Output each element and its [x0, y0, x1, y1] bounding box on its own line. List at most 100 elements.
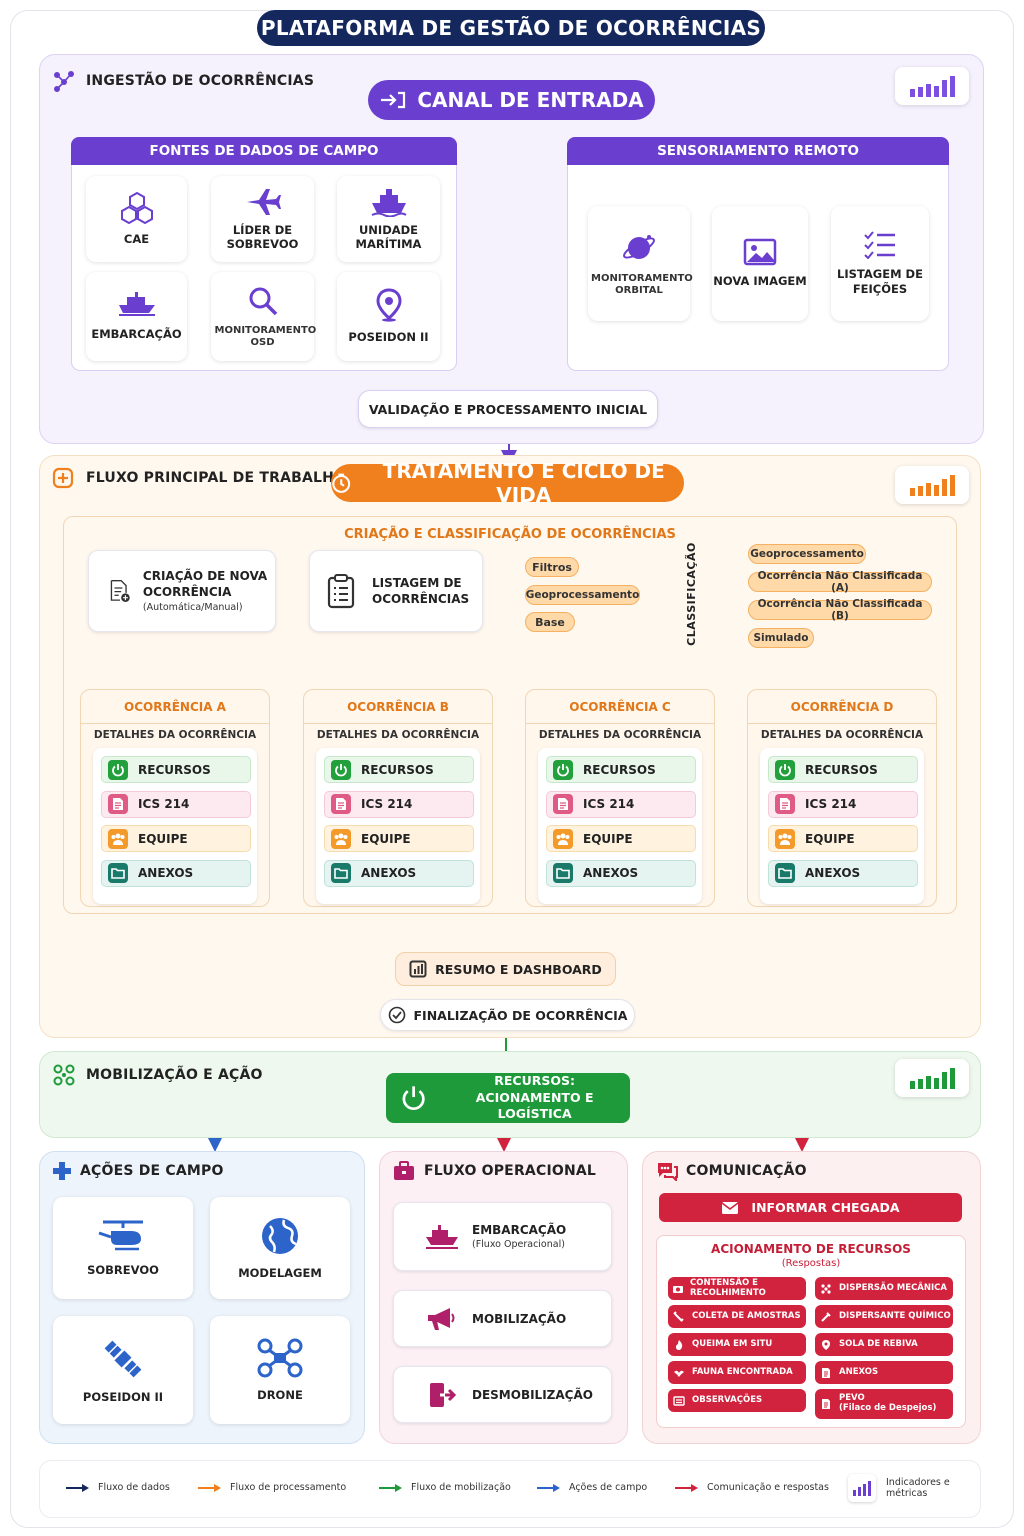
ops-step-mobilization[interactable]: MOBILIZAÇÃO: [393, 1290, 612, 1347]
class-pill-unclassified-a[interactable]: Ocorrência Não Classificada (A): [748, 570, 932, 594]
ops-flow-header: FLUXO OPERACIONAL: [393, 1161, 596, 1181]
field-action-poseidon[interactable]: POSEIDON II: [53, 1316, 193, 1424]
finalize-occurrence-button[interactable]: FINALIZAÇÃO DE OCORRÊNCIA: [380, 999, 635, 1031]
dispatch-button-right[interactable]: SOLA DE REBIVA: [815, 1333, 953, 1356]
occurrence-detail-attachments[interactable]: ANEXOS: [768, 859, 918, 887]
occurrence-detail-attachments[interactable]: ANEXOS: [101, 859, 251, 887]
ops-step-label: DESMOBILIZAÇÃO: [472, 1387, 593, 1402]
field-action-label: MODELAGEM: [238, 1265, 322, 1280]
filter-pill-filters[interactable]: Filtros: [525, 557, 579, 577]
mobilization-title: MOBILIZAÇÃO E AÇÃO: [86, 1067, 263, 1083]
class-pill-simulated[interactable]: Simulado: [748, 628, 814, 648]
resources-logistics-button[interactable]: RECURSOS: ACIONAMENTO E LOGÍSTICA: [386, 1073, 630, 1123]
ops-step-vessel[interactable]: EMBARCAÇÃO (Fluxo Operacional): [393, 1202, 612, 1271]
legend-metrics-label: Indicadores e métricas: [886, 1476, 950, 1499]
field-action-drone[interactable]: DRONE: [210, 1316, 350, 1424]
field-action-modeling[interactable]: MODELAGEM: [210, 1197, 350, 1299]
dispatch-button-left[interactable]: FAUNA ENCONTRADA: [668, 1361, 806, 1384]
create-occurrence-card[interactable]: CRIAÇÃO DE NOVA OCORRÊNCIA (Automática/M…: [88, 550, 276, 632]
dispatch-button-left[interactable]: OBSERVAÇÕES: [668, 1389, 806, 1412]
list-occurrences-card[interactable]: LISTAGEM DE OCORRÊNCIAS: [309, 550, 483, 632]
remote-card-new-image[interactable]: NOVA IMAGEM: [712, 206, 808, 321]
occurrence-detail-label: RECURSOS: [138, 762, 211, 777]
dispatch-button-right[interactable]: PEVO(Filaco de Despejos): [815, 1389, 953, 1419]
occurrence-detail-attachments[interactable]: ANEXOS: [324, 859, 474, 887]
occurrence-detail-label: EQUIPE: [805, 831, 855, 846]
remote-sensing-header: SENSORIAMENTO REMOTO: [567, 137, 949, 165]
ship-icon: [371, 188, 407, 217]
occurrence-detail-team[interactable]: EQUIPE: [768, 825, 918, 852]
envelope-icon: [721, 1201, 739, 1214]
dispatch-button-left[interactable]: CONTENSÃO E RECOLHIMENTO: [668, 1277, 806, 1300]
occurrence-detail-resources[interactable]: RECURSOS: [101, 756, 251, 783]
source-card-cae[interactable]: CAE: [86, 176, 187, 262]
occurrence-detail-ics214[interactable]: ICS 214: [768, 790, 918, 818]
legend-arrow-icon: [379, 1483, 402, 1492]
occurrence-detail-ics214[interactable]: ICS 214: [101, 790, 251, 818]
document-icon: [775, 794, 795, 814]
occurrence-name: OCORRÊNCIA A: [81, 690, 269, 724]
dispatch-button-left[interactable]: QUEIMA EM SITU: [668, 1333, 806, 1356]
bar-chart-icon: [853, 1481, 871, 1496]
metrics-badge-mobilization[interactable]: [895, 1059, 969, 1097]
class-pill-geoprocessing[interactable]: Geoprocessamento: [748, 544, 866, 564]
legend-item: Ações de campo: [537, 1482, 647, 1493]
document-icon: [108, 794, 128, 814]
login-arrow-icon: [381, 91, 406, 109]
occurrence-detail-team[interactable]: EQUIPE: [324, 825, 474, 852]
legend-arrow-icon: [675, 1483, 698, 1492]
checklist-icon: [864, 231, 895, 260]
source-card-osd-monitoring[interactable]: MONITORAMENTO OSD: [211, 272, 316, 361]
occurrence-detail-team[interactable]: EQUIPE: [101, 825, 251, 852]
source-card-poseidon[interactable]: POSEIDON II: [337, 272, 440, 361]
occurrence-detail-label: EQUIPE: [138, 831, 188, 846]
ops-step-demobilization[interactable]: DESMOBILIZAÇÃO: [393, 1366, 612, 1423]
page-title: PLATAFORMA DE GESTÃO DE OCORRÊNCIAS: [257, 10, 765, 46]
source-card-maritime-unit[interactable]: UNIDADE MARÍTIMA: [337, 176, 440, 262]
metrics-badge-workflow[interactable]: [895, 466, 969, 504]
occurrence-detail-label: ICS 214: [361, 797, 413, 811]
dispatch-button-left[interactable]: COLETA DE AMOSTRAS: [668, 1305, 806, 1328]
lifecycle-label: TRATAMENTO E CICLO DE VIDA: [382, 459, 665, 507]
filter-pill-geoprocessing[interactable]: Geoprocessamento: [525, 585, 640, 605]
team-icon: [108, 828, 128, 849]
remote-card-orbital[interactable]: MONITORAMENTO ORBITAL: [588, 206, 693, 321]
source-card-overflight-leader[interactable]: LÍDER DE SOBREVOO: [211, 176, 314, 262]
remote-card-feature-list[interactable]: LISTAGEM DE FEIÇÕES: [831, 206, 929, 321]
dispatch-button-right[interactable]: DISPERSANTE QUÍMICO: [815, 1305, 953, 1328]
ingestion-title: INGESTÃO DE OCORRÊNCIAS: [86, 73, 315, 89]
occurrence-detail-ics214[interactable]: ICS 214: [546, 790, 696, 818]
channel-entry-button[interactable]: CANAL DE ENTRADA: [368, 80, 655, 120]
occurrence-detail-resources[interactable]: RECURSOS: [546, 756, 696, 783]
folder-icon: [331, 863, 351, 883]
class-pill-unclassified-b[interactable]: Ocorrência Não Classificada (B): [748, 598, 932, 622]
inform-arrival-button[interactable]: INFORMAR CHEGADA: [659, 1193, 962, 1222]
lifecycle-button[interactable]: TRATAMENTO E CICLO DE VIDA: [331, 459, 684, 507]
folder-icon: [553, 863, 573, 883]
filter-pill-base[interactable]: Base: [525, 612, 575, 632]
remote-label: LISTAGEM DE FEIÇÕES: [837, 267, 923, 296]
legend-item: Fluxo de dados: [66, 1482, 170, 1493]
summary-dashboard-button[interactable]: RESUMO E DASHBOARD: [395, 952, 616, 986]
channel-entry-label: CANAL DE ENTRADA: [417, 88, 644, 112]
occurrence-detail-attachments[interactable]: ANEXOS: [546, 859, 696, 887]
bar-chart-icon: [910, 1068, 955, 1089]
occurrence-name: OCORRÊNCIA C: [526, 690, 714, 724]
occurrence-detail-resources[interactable]: RECURSOS: [768, 756, 918, 783]
occurrence-detail-team[interactable]: EQUIPE: [546, 825, 696, 852]
source-label: EMBARCAÇÃO: [91, 327, 182, 342]
occurrence-detail-ics214[interactable]: ICS 214: [324, 790, 474, 818]
validation-step[interactable]: VALIDAÇÃO E PROCESSAMENTO INICIAL: [358, 390, 658, 428]
occurrence-detail-resources[interactable]: RECURSOS: [324, 756, 474, 783]
field-action-overflight[interactable]: SOBREVOO: [53, 1197, 193, 1299]
dispatch-button-right[interactable]: DISPERSÃO MECÂNICA: [815, 1277, 953, 1300]
source-card-vessel[interactable]: EMBARCAÇÃO: [86, 272, 187, 361]
ops-step-sub: (Fluxo Operacional): [472, 1239, 565, 1250]
dispatch-button-right[interactable]: ANEXOS: [815, 1361, 953, 1384]
metrics-badge-ingestion[interactable]: [895, 67, 969, 105]
satellite-icon: [103, 1339, 143, 1379]
